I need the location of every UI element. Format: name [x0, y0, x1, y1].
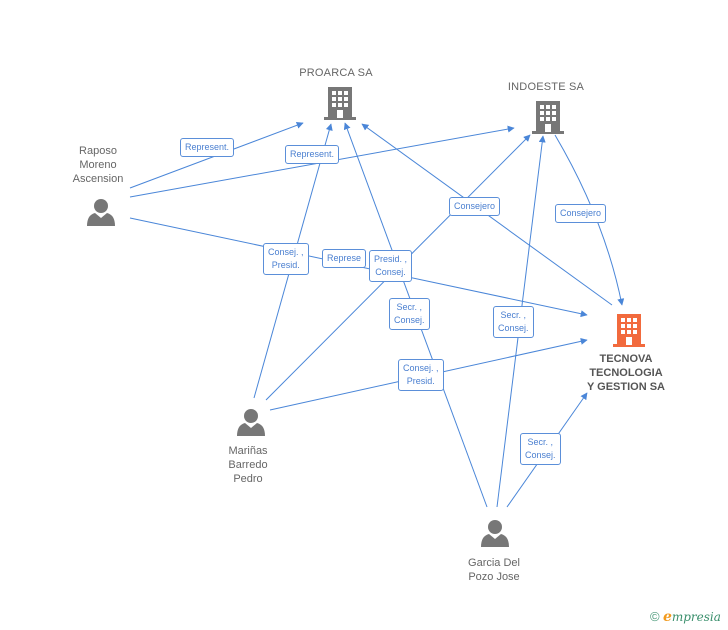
edge-label-tecnova-proarca[interactable]: Consejero: [449, 197, 501, 216]
person-icon[interactable]: [481, 520, 509, 547]
edge-label-line: Represe: [327, 253, 362, 263]
person-icon[interactable]: [87, 199, 115, 226]
node-label-line: TECNOVA: [599, 353, 653, 365]
building-icon[interactable]: [324, 87, 356, 120]
node-label-indoeste[interactable]: INDOESTE SA: [507, 81, 585, 93]
node-label-line: Ascension: [72, 173, 124, 185]
edge-label-line: Represent.: [290, 149, 335, 159]
node-label-line: Mariñas: [228, 445, 268, 457]
edge-label-line: Consej.: [525, 450, 556, 460]
edge-label-line: Consejero: [560, 208, 602, 218]
edge-label-raposo-tecnova[interactable]: Represe: [322, 249, 367, 268]
node-label-line: TECNOLOGIA: [589, 367, 663, 379]
edge-label-line: Presid. ,: [374, 254, 408, 264]
edge-label-line: Secr. ,: [527, 437, 554, 447]
edge-label-marinas-indoeste[interactable]: Presid. , Consej.: [369, 250, 413, 282]
node-label-line: Pedro: [233, 473, 263, 485]
edge-label-line: Secr. ,: [396, 302, 423, 312]
edge-label-line: Consej.: [498, 323, 529, 333]
node-label-raposo[interactable]: Raposo Moreno Ascension: [50, 144, 146, 186]
brand-logo-text: mpresia: [671, 610, 721, 624]
node-label-proarca[interactable]: PROARCA SA: [299, 67, 373, 79]
edge-label-line: Consej. ,: [268, 247, 304, 257]
node-label-line: Pozo Jose: [468, 571, 520, 583]
copyright-symbol: ©: [650, 609, 660, 624]
edge-label-line: Presid.: [271, 260, 300, 270]
node-label-garcia[interactable]: Garcia Del Pozo Jose: [446, 556, 542, 584]
node-label-marinas[interactable]: Mariñas Barredo Pedro: [203, 444, 293, 486]
building-icon[interactable]: [532, 101, 564, 134]
building-icon[interactable]: [613, 314, 645, 347]
edge-label-line: Consej.: [394, 315, 425, 325]
edge-label-raposo-proarca[interactable]: Represent.: [180, 138, 235, 157]
edge-label-garcia-tecnova[interactable]: Secr. , Consej.: [520, 433, 561, 465]
edge-label-line: Secr. ,: [500, 310, 527, 320]
edge-label-line: Consejero: [454, 201, 496, 211]
brand-logo[interactable]: © empresia: [650, 609, 721, 625]
node-label-line: Moreno: [79, 159, 117, 171]
edge-label-tecnova-indoeste[interactable]: Consejero: [555, 204, 607, 223]
edge-label-raposo-indoeste[interactable]: Represent.: [285, 145, 340, 164]
node-label-tecnova[interactable]: TECNOVA TECNOLOGIA Y GESTION SA: [570, 352, 682, 394]
edge-label-line: Represent.: [185, 142, 230, 152]
edge-label-line: Presid.: [406, 376, 435, 386]
node-label-line: Barredo: [228, 459, 268, 471]
brand-logo-initial: e: [662, 609, 672, 625]
node-label-line: Garcia Del: [468, 557, 520, 569]
edge-label-marinas-proarca[interactable]: Consej. , Presid.: [263, 243, 309, 275]
edge-label-garcia-proarca[interactable]: Secr. , Consej.: [389, 298, 430, 330]
edge-label-garcia-indoeste[interactable]: Secr. , Consej.: [493, 306, 534, 338]
person-icon[interactable]: [237, 409, 265, 436]
edge-label-line: Consej.: [375, 267, 406, 277]
node-label-line: Y GESTION SA: [586, 381, 666, 393]
node-label-line: Raposo: [79, 145, 117, 157]
edge-label-line: Consej. ,: [403, 363, 439, 373]
edge-label-marinas-tecnova[interactable]: Consej. , Presid.: [398, 359, 444, 391]
